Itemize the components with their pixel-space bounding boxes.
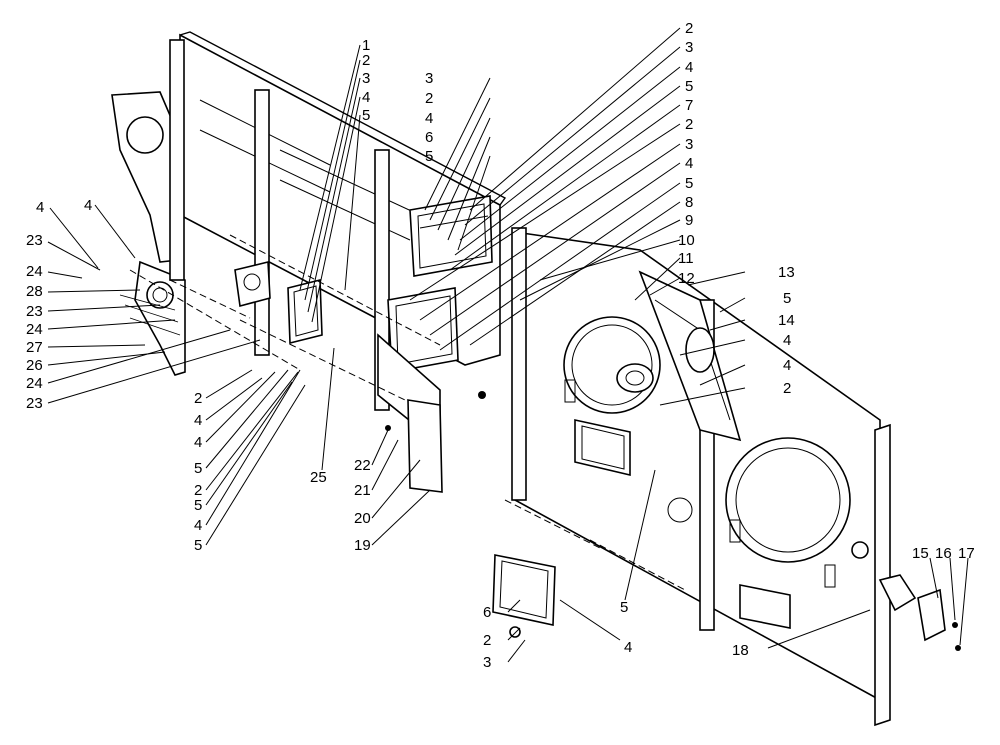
callout-18: 18 (732, 642, 749, 659)
callout-10: 10 (678, 232, 695, 249)
callout-4: 4 (783, 332, 791, 349)
callout-26: 26 (26, 357, 43, 374)
callout-4: 4 (783, 357, 791, 374)
callout-8: 8 (685, 194, 693, 211)
callout-13: 13 (778, 264, 795, 281)
callout-5: 5 (362, 107, 370, 124)
callout-4: 4 (685, 155, 693, 172)
callout-4: 4 (194, 412, 202, 429)
callout-4: 4 (36, 199, 44, 216)
callout-23: 23 (26, 303, 43, 320)
assembly-lines (129, 234, 686, 591)
callout-2: 2 (685, 116, 693, 133)
callout-6: 6 (425, 129, 433, 146)
callout-2: 2 (425, 90, 433, 107)
callout-3: 3 (362, 70, 370, 87)
callout-7: 7 (685, 97, 693, 114)
right-frame-bar (874, 423, 961, 727)
callout-21: 21 (354, 482, 371, 499)
callout-9: 9 (685, 212, 693, 229)
callout-22: 22 (354, 457, 371, 474)
callout-23: 23 (26, 395, 43, 412)
callout-4: 4 (194, 517, 202, 534)
callout-5: 5 (194, 497, 202, 514)
callout-3: 3 (483, 654, 491, 671)
callout-23: 23 (26, 232, 43, 249)
callout-5: 5 (194, 537, 202, 554)
callout-16: 16 (935, 545, 952, 562)
callout-24: 24 (26, 375, 43, 392)
callout-17: 17 (958, 545, 975, 562)
callout-4: 4 (685, 59, 693, 76)
callout-4: 4 (84, 197, 92, 214)
callout-15: 15 (912, 545, 929, 562)
callout-3: 3 (425, 70, 433, 87)
callout-4: 4 (362, 89, 370, 106)
callout-5: 5 (783, 290, 791, 307)
callout-25: 25 (310, 469, 327, 486)
callout-24: 24 (26, 321, 43, 338)
callout-5: 5 (620, 599, 628, 616)
callout-14: 14 (778, 312, 795, 329)
callout-20: 20 (354, 510, 371, 527)
leader-lines (47, 27, 969, 663)
callout-24: 24 (26, 263, 43, 280)
callout-11: 11 (678, 250, 694, 267)
callout-6: 6 (483, 604, 491, 621)
callout-3: 3 (685, 39, 693, 56)
callout-4: 4 (624, 639, 632, 656)
callout-28: 28 (26, 283, 43, 300)
callout-2: 2 (483, 632, 491, 649)
callout-2: 2 (194, 482, 202, 499)
callout-labels: 4 23 4 24 28 23 24 27 26 24 23 2 4 4 5 2… (26, 20, 975, 671)
callout-19: 19 (354, 537, 371, 554)
callout-4: 4 (194, 434, 202, 451)
loose-gasket-6 (492, 554, 556, 638)
callout-4: 4 (425, 110, 433, 127)
callout-12: 12 (678, 270, 695, 287)
callout-2: 2 (783, 380, 791, 397)
hatch-frames-middle (287, 195, 493, 373)
callout-1: 1 (362, 37, 370, 54)
callout-5: 5 (194, 460, 202, 477)
callout-2: 2 (685, 20, 693, 37)
callout-3: 3 (685, 136, 693, 153)
cover-plates-19-22 (377, 333, 486, 493)
front-main-panel (511, 227, 881, 702)
callout-27: 27 (26, 339, 43, 356)
callout-5: 5 (685, 175, 693, 192)
callout-5: 5 (685, 78, 693, 95)
callout-2: 2 (194, 390, 202, 407)
callout-5: 5 (425, 148, 433, 165)
callout-2: 2 (362, 52, 370, 69)
